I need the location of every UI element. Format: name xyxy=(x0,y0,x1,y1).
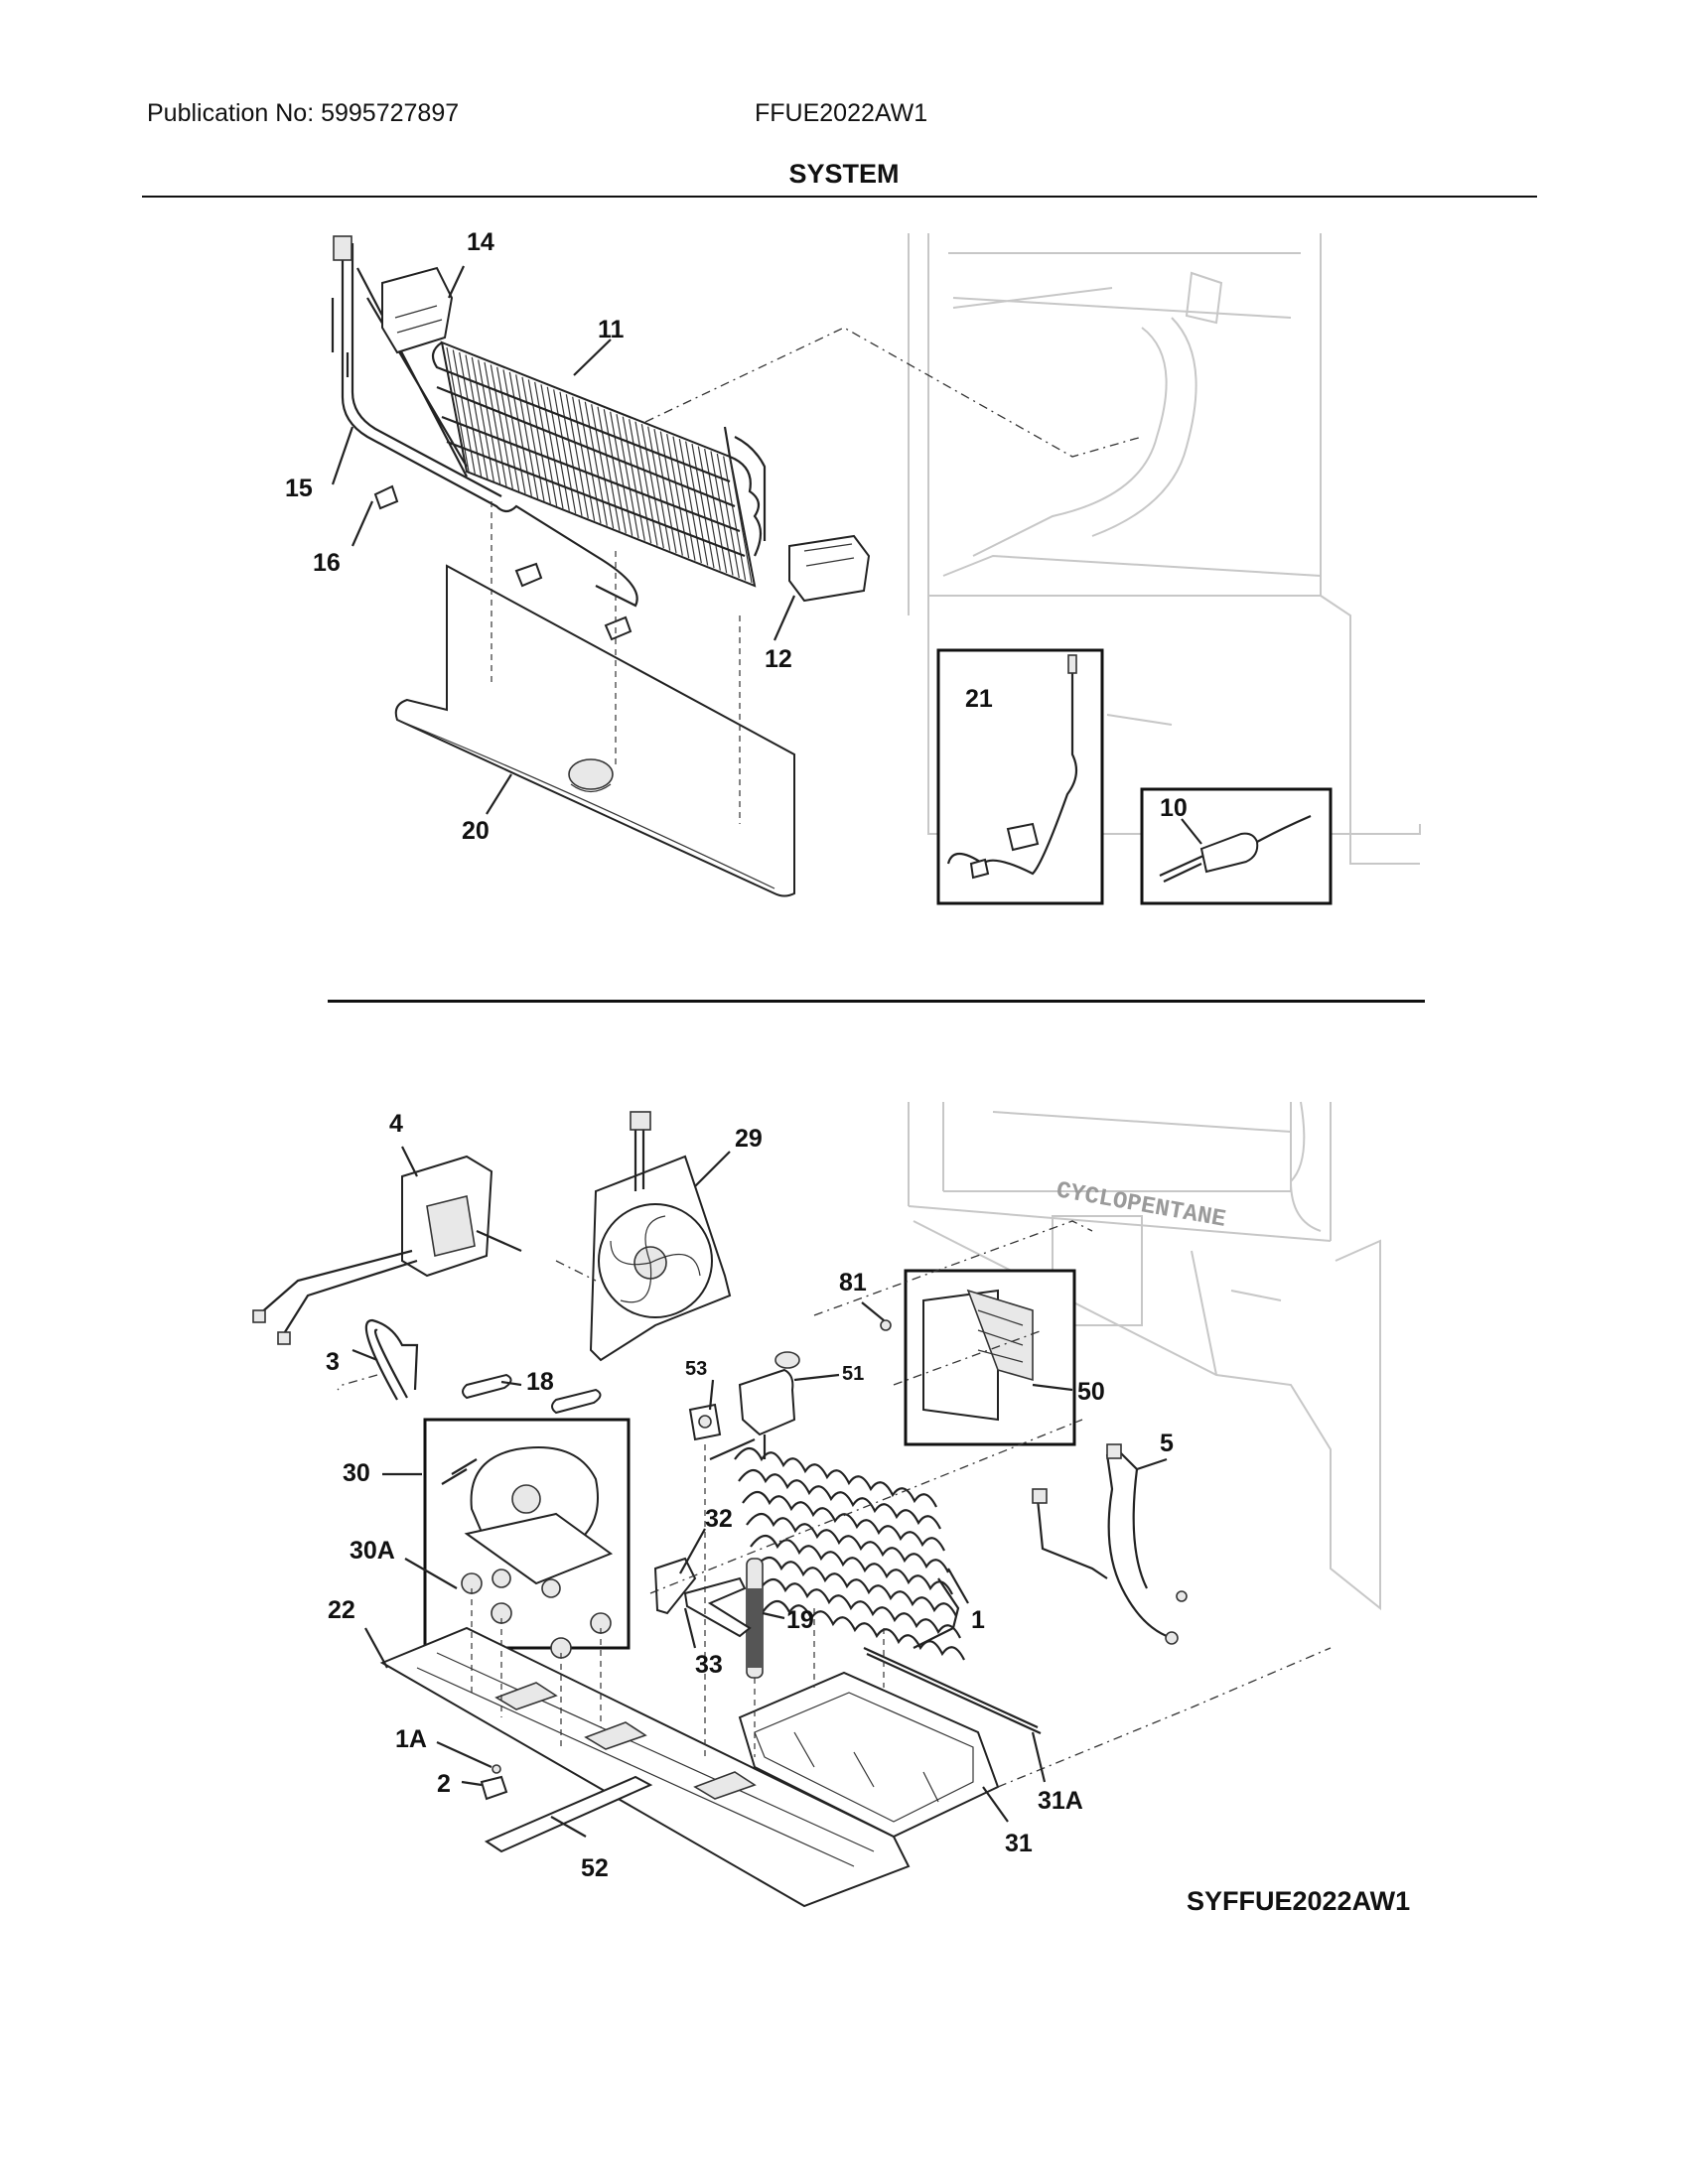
callout-53: 53 xyxy=(685,1358,707,1380)
callout-29: 29 xyxy=(735,1125,763,1153)
callout-31A: 31A xyxy=(1038,1787,1083,1815)
callout-14: 14 xyxy=(467,228,494,256)
publication-number: Publication No: 5995727897 xyxy=(147,99,460,127)
callout-15: 15 xyxy=(285,475,313,502)
guide-lines-bottom xyxy=(337,1220,1332,1788)
drain-pan-31 xyxy=(738,1671,1000,1839)
callout-22: 22 xyxy=(328,1596,355,1624)
middle-divider xyxy=(328,1000,1425,1003)
bracket-33 xyxy=(683,1576,752,1638)
heater-tubing-15 xyxy=(331,235,638,608)
callout-52: 52 xyxy=(581,1854,609,1882)
clip-2 xyxy=(480,1775,508,1801)
callout-31: 31 xyxy=(1005,1830,1033,1857)
condenser-coil-1 xyxy=(709,1437,965,1661)
callout-32: 32 xyxy=(705,1505,733,1533)
gasket-31A xyxy=(863,1646,1042,1735)
screw-81 xyxy=(880,1319,892,1331)
cabinet-outline-top xyxy=(908,233,1421,865)
compressor-30 xyxy=(423,1418,631,1650)
inset-box-10 xyxy=(1140,787,1333,905)
callout-16: 16 xyxy=(313,549,341,577)
callout-10: 10 xyxy=(1160,794,1188,822)
wire-harness-5 xyxy=(1032,1443,1188,1645)
inset-box-21 xyxy=(936,648,1104,905)
compressor-mounting-plate-22 xyxy=(379,1626,911,1908)
clips-18 xyxy=(462,1373,602,1415)
diagram-code: SYFFUE2022AW1 xyxy=(1187,1886,1411,1916)
tubing-clips-16 xyxy=(373,484,633,641)
callout-50: 50 xyxy=(1077,1378,1105,1406)
start-relay-4 xyxy=(252,1155,522,1345)
drier-19 xyxy=(746,1558,764,1679)
rail-52 xyxy=(484,1775,653,1853)
evaporator-bracket-14 xyxy=(381,266,454,354)
condenser-fan-29 xyxy=(589,1111,732,1362)
callout-51: 51 xyxy=(842,1363,864,1385)
callout-5: 5 xyxy=(1160,1430,1174,1457)
control-board-50 xyxy=(904,1269,1076,1446)
callout-81: 81 xyxy=(839,1269,867,1297)
callout-11: 11 xyxy=(598,316,625,343)
callout-20: 20 xyxy=(462,817,490,845)
section-title: SYSTEM xyxy=(788,159,900,189)
callout-18: 18 xyxy=(526,1368,554,1396)
terminal-block-12 xyxy=(788,534,871,603)
cabinet-outline-bottom xyxy=(908,1101,1381,1611)
evaporator-coil-11 xyxy=(431,341,767,588)
callout-19: 19 xyxy=(786,1606,814,1634)
callout-30A: 30A xyxy=(350,1537,395,1565)
bracket-32 xyxy=(653,1557,697,1615)
guide-lines-top xyxy=(491,327,1143,824)
callout-30: 30 xyxy=(343,1459,370,1487)
callout-leaders xyxy=(331,265,1202,1838)
callout-12: 12 xyxy=(765,645,792,673)
grommet-53 xyxy=(688,1403,722,1441)
callout-2: 2 xyxy=(437,1770,451,1798)
drain-fitting-51 xyxy=(738,1351,800,1459)
callout-1: 1 xyxy=(971,1606,985,1634)
top-divider xyxy=(142,196,1537,198)
callout-1A: 1A xyxy=(395,1725,427,1753)
callout-3: 3 xyxy=(326,1348,340,1376)
model-number: FFUE2022AW1 xyxy=(755,99,928,127)
screw-1A xyxy=(492,1764,501,1774)
evaporator-cover-20 xyxy=(394,564,795,897)
callout-4: 4 xyxy=(389,1110,403,1138)
callout-21: 21 xyxy=(965,685,993,713)
callout-33: 33 xyxy=(695,1651,723,1679)
tubing-3 xyxy=(364,1318,419,1401)
